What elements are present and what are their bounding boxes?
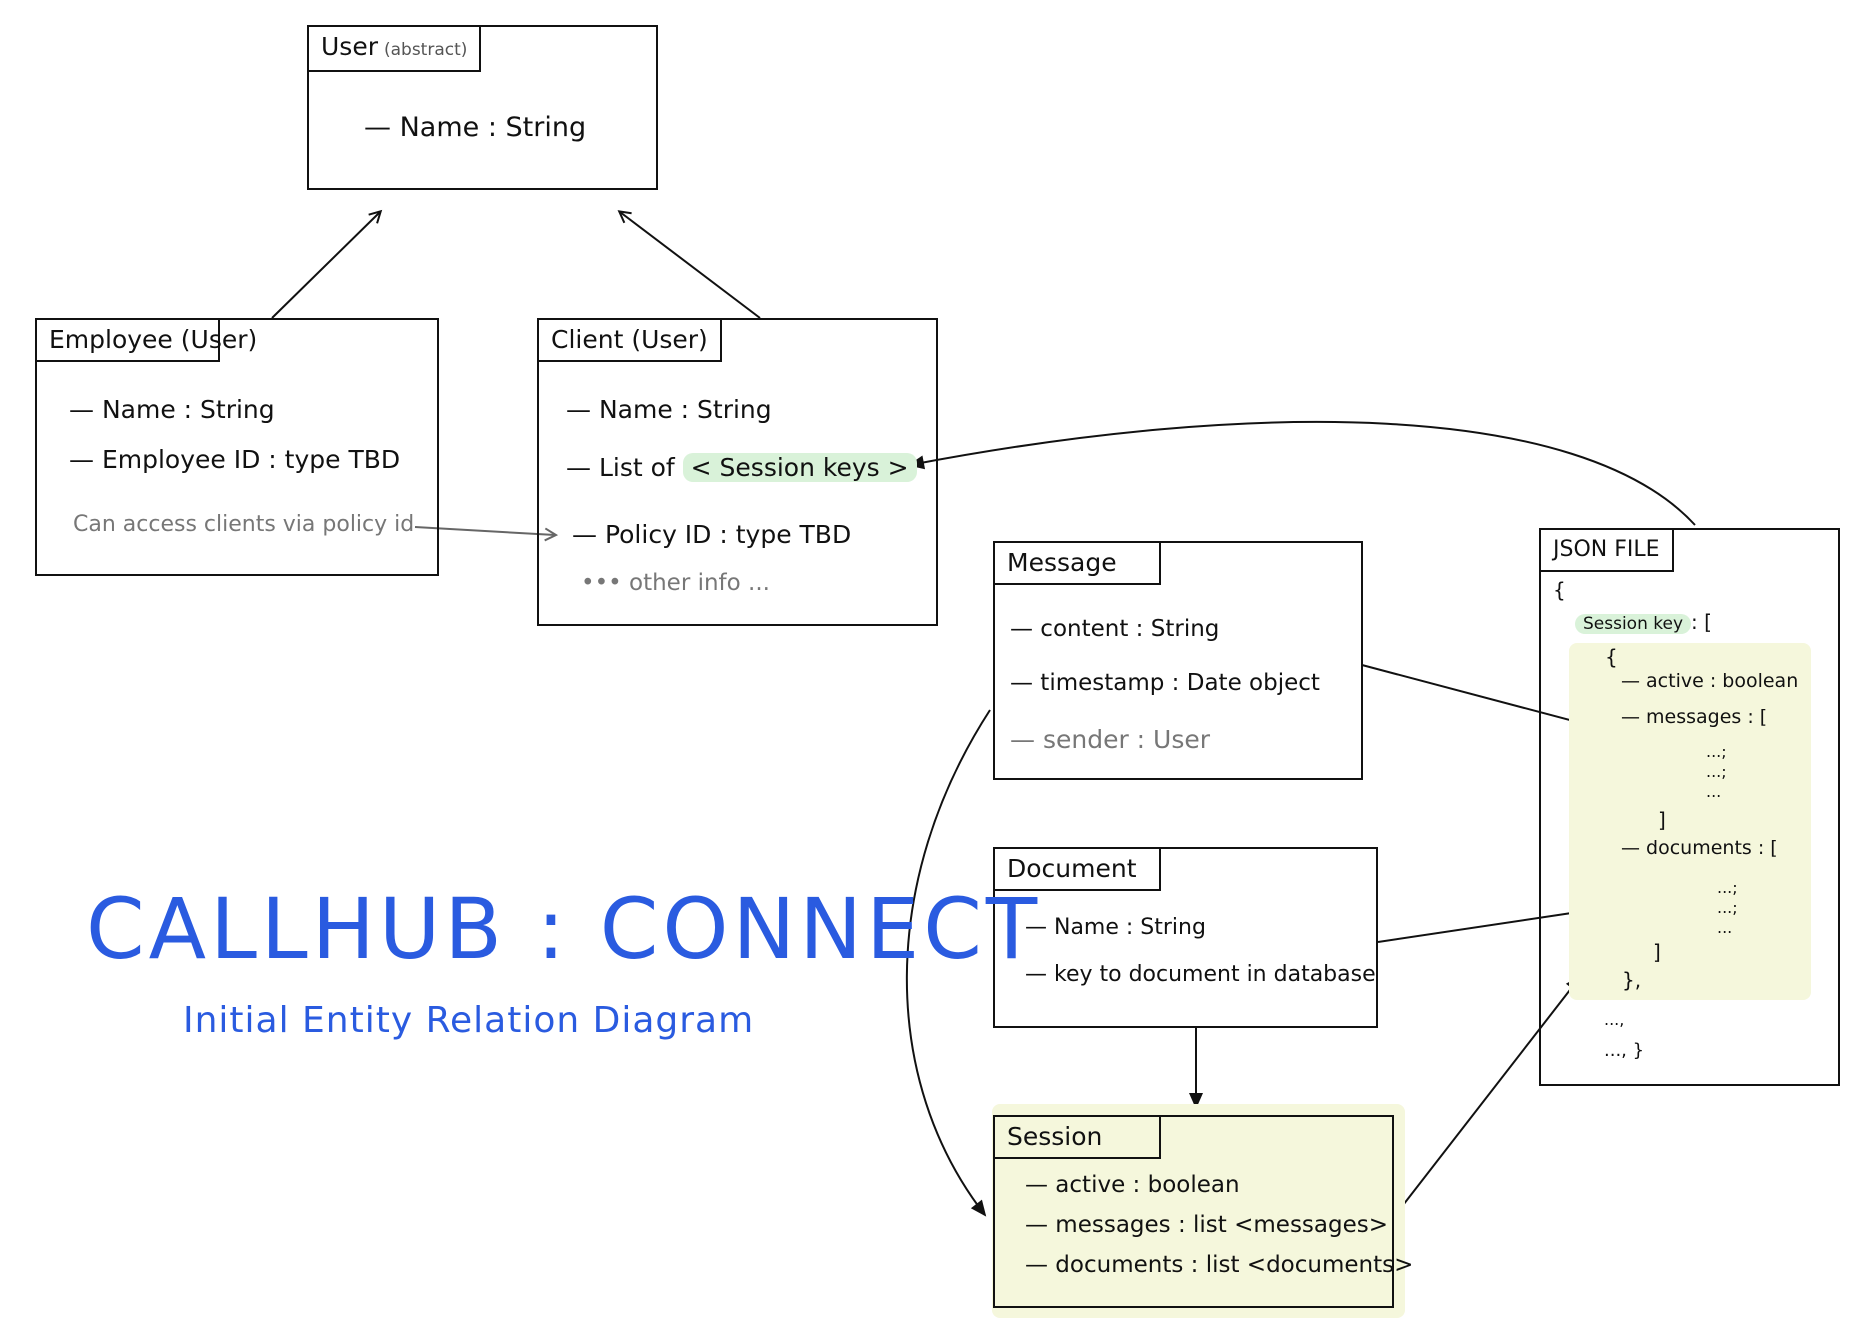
json-open-brace: { <box>1553 578 1566 602</box>
session-entity-title: Session <box>993 1115 1161 1159</box>
document-entity: Document — Name : String — key to docume… <box>993 847 1378 1028</box>
user-abstract-tag: (abstract) <box>383 40 468 60</box>
document-attr-key: — key to document in database <box>1025 962 1376 987</box>
message-entity: Message — content : String — timestamp :… <box>993 541 1363 780</box>
json-doc-dot-2: ...; <box>1717 898 1738 917</box>
json-doc-dot-3: ... <box>1717 918 1733 937</box>
user-title: User <box>321 32 378 61</box>
json-msg-close: ] <box>1658 808 1666 832</box>
client-attr-session-keys: — List of < Session keys > <box>566 453 917 482</box>
session-attr-active: — active : boolean <box>1025 1172 1240 1198</box>
json-file-title: JSON FILE <box>1539 528 1674 572</box>
json-to-session-keys-line <box>908 420 1696 526</box>
json-messages: — messages : [ <box>1621 706 1768 728</box>
session-to-json-line <box>1392 975 1582 1219</box>
employee-entity-title: Employee (User) <box>35 318 257 362</box>
document-entity-title: Document <box>993 847 1161 891</box>
employee-attr-id: — Employee ID : type TBD <box>69 445 401 474</box>
session-attr-messages: — messages : list <messages> <box>1025 1212 1389 1238</box>
json-doc-close: ] <box>1653 940 1661 964</box>
json-tail-2: ..., } <box>1604 1040 1645 1061</box>
json-inner-highlight <box>1569 643 1811 1000</box>
message-attr-content: — content : String <box>1010 616 1220 642</box>
session-entity: Session — active : boolean — messages : … <box>993 1115 1413 1308</box>
json-session-key-tail: : [ <box>1691 610 1712 634</box>
employee-entity: Employee (User) — Name : String — Employ… <box>35 318 439 576</box>
diagram-subtitle: Initial Entity Relation Diagram <box>183 1000 755 1041</box>
client-attr-policy: — Policy ID : type TBD <box>572 520 852 549</box>
client-entity: Client (User) — Name : String — List of … <box>537 318 938 626</box>
document-attr-name: — Name : String <box>1025 915 1206 940</box>
employee-note: Can access clients via policy id <box>73 512 415 537</box>
user-attr-name: — Name : String <box>364 112 587 143</box>
json-object-open: { <box>1605 645 1618 669</box>
client-entity-title: Client (User) <box>537 318 722 362</box>
json-session-key-line: Session key: [ <box>1575 610 1712 634</box>
json-object-close: }, <box>1622 968 1642 992</box>
json-msg-dot-3: ... <box>1706 782 1722 801</box>
employee-inherits-line <box>271 209 383 319</box>
client-attr-name: — Name : String <box>566 395 772 424</box>
user-entity-title: User(abstract) <box>307 25 482 72</box>
json-msg-dot-1: ...; <box>1706 742 1727 761</box>
client-session-keys-highlight: < Session keys > <box>682 453 917 482</box>
employee-attr-name: — Name : String <box>69 395 275 424</box>
json-file-entity: JSON FILE { Session key: [ { — active : … <box>1539 528 1840 1086</box>
user-entity: User(abstract) — Name : String <box>307 25 658 190</box>
message-to-session-line <box>905 709 991 1217</box>
json-documents: — documents : [ <box>1621 837 1778 859</box>
message-attr-timestamp: — timestamp : Date object <box>1010 670 1320 696</box>
json-active: — active : boolean <box>1621 670 1799 692</box>
session-attr-documents: — documents : list <documents> <box>1025 1252 1414 1278</box>
message-attr-sender: — sender : User <box>1010 725 1211 754</box>
client-more-info: ••• other info ... <box>581 570 770 596</box>
json-tail-1: ..., <box>1604 1010 1625 1029</box>
json-session-key: Session key <box>1575 614 1692 634</box>
json-doc-dot-1: ...; <box>1717 878 1738 897</box>
client-list-prefix: — List of <box>566 453 675 482</box>
json-msg-dot-2: ...; <box>1706 762 1727 781</box>
diagram-title: CALLHUB : CONNECT <box>86 880 1042 978</box>
message-entity-title: Message <box>993 541 1161 585</box>
client-inherits-line <box>617 210 761 319</box>
